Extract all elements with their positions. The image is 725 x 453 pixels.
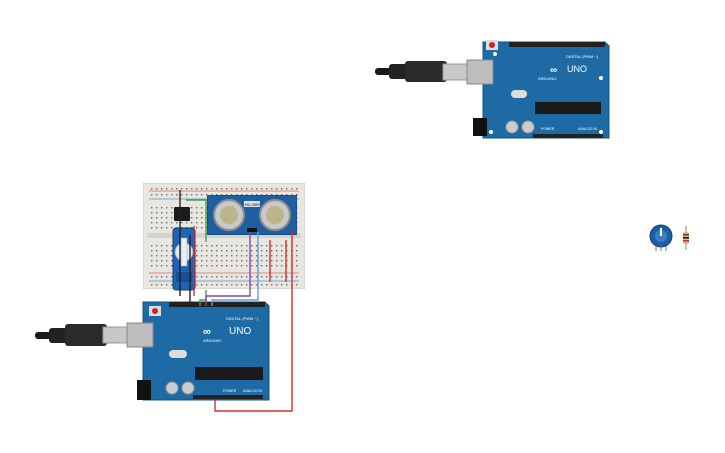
power-label-top: POWER [541,127,555,131]
arduino-board-bottom[interactable]: ∞ UNO ARDUINO DIGITAL (PWM ~) POWER ANAL… [126,301,270,401]
analog-label-bottom: ANALOG IN [243,389,263,393]
arduino-uno-bottom[interactable]: ∞ UNO ARDUINO DIGITAL (PWM ~) POWER ANAL… [33,296,273,408]
power-label-bottom: POWER [223,389,237,393]
arduino-logo-text-bottom: ARDUINO [203,338,221,343]
wire-blue[interactable] [211,232,259,306]
digital-label-bottom: DIGITAL (PWM ~) [226,316,259,321]
wire-red-power[interactable] [214,230,293,412]
transistor-component[interactable] [174,207,190,221]
digital-label-top: DIGITAL (PWM ~) [566,54,599,59]
arduino-logo-text-top: ARDUINO [538,76,556,81]
potentiometer[interactable] [648,224,674,252]
hc-sr04-ultrasonic-sensor[interactable]: HC-SR04 [206,194,298,236]
svg-text:∞: ∞ [550,65,557,76]
uno-model-label-bottom: UNO [229,326,251,337]
usb-cable-top[interactable] [375,61,470,82]
usb-cable-bottom[interactable] [35,324,130,346]
sensor-label: HC-SR04 [245,202,263,207]
analog-label-top: ANALOG IN [578,127,598,131]
svg-text:∞: ∞ [203,326,211,338]
arduino-uno-top[interactable]: ∞ UNO ARDUINO DIGITAL (PWM ~) POWER ANAL… [373,38,613,146]
arduino-board-top[interactable]: ∞ UNO ARDUINO DIGITAL (PWM ~) POWER ANAL… [466,40,610,139]
wire-green[interactable] [186,199,207,306]
uno-model-label-top: UNO [567,64,587,74]
wire-purple[interactable] [205,232,251,306]
resistor[interactable] [682,226,690,250]
